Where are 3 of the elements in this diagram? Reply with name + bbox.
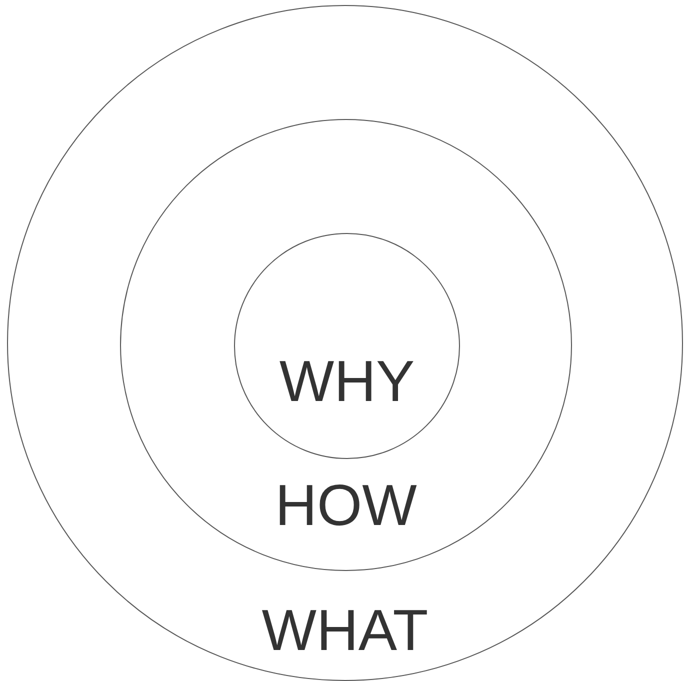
ring-label: WHY bbox=[279, 353, 415, 411]
ring-label: WHAT bbox=[262, 602, 428, 660]
ring-label: HOW bbox=[275, 477, 417, 535]
